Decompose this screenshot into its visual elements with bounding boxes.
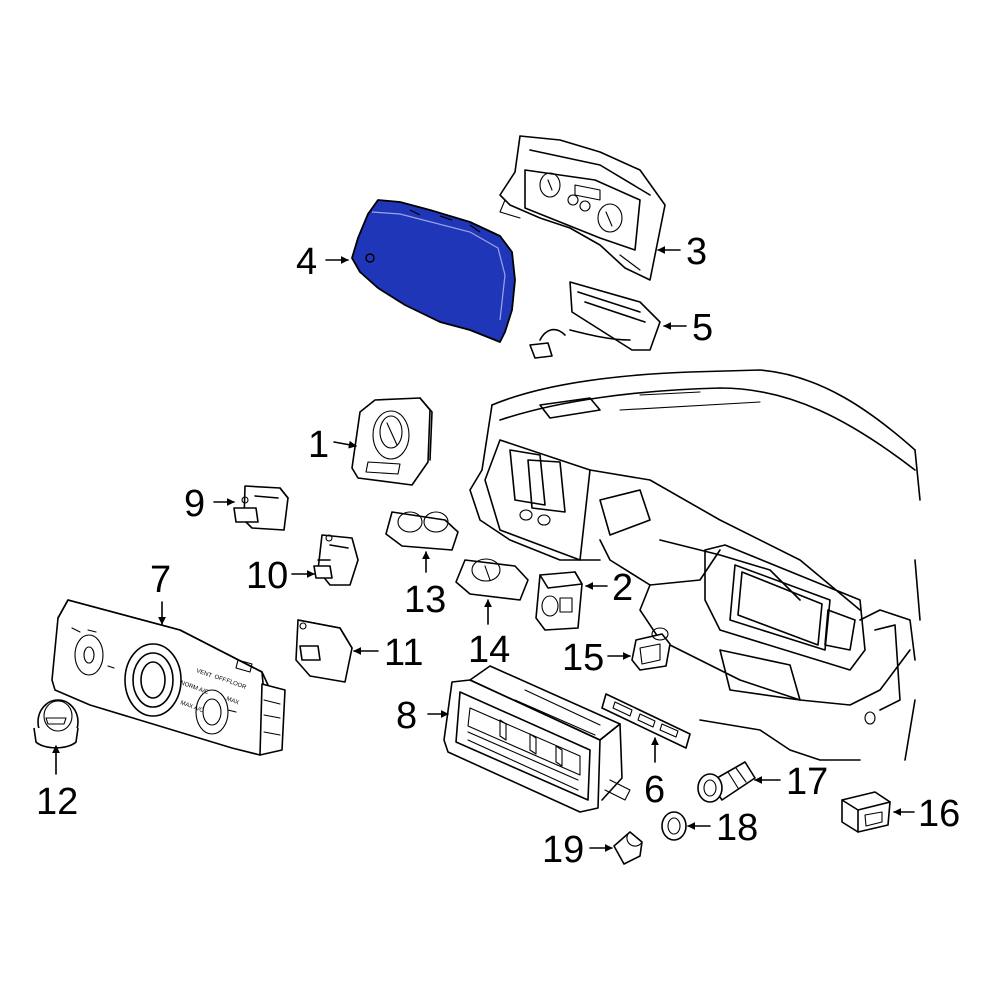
callout-16[interactable]: 16 — [918, 793, 960, 835]
callout-14[interactable]: 14 — [468, 629, 510, 671]
part-1-headlamp-switch[interactable] — [351, 397, 433, 486]
callout-4[interactable]: 4 — [296, 241, 317, 283]
part-13-switch[interactable] — [385, 511, 459, 551]
callout-15[interactable]: 15 — [562, 637, 604, 679]
part-11-actuator[interactable] — [295, 619, 353, 683]
callout-3[interactable]: 3 — [686, 231, 707, 273]
part-15-socket[interactable] — [631, 627, 671, 671]
callout-7[interactable]: 7 — [150, 559, 171, 601]
part-2-switch[interactable] — [535, 571, 583, 631]
panel-label-off: OFF — [213, 674, 227, 684]
part-3-instrument-cluster[interactable] — [499, 135, 666, 281]
part-9-switch[interactable] — [233, 485, 289, 531]
callout-9[interactable]: 9 — [184, 483, 205, 525]
callout-17[interactable]: 17 — [786, 761, 828, 803]
part-17-lighter[interactable] — [697, 761, 756, 803]
part-14-switch[interactable] — [455, 558, 529, 601]
part-7-climate-control-panel[interactable]: VENT OFF FLOOR NORM A/C MAX A/C MAX — [51, 599, 286, 756]
part-8-climate-module[interactable] — [443, 665, 631, 813]
callout-10[interactable]: 10 — [246, 555, 288, 597]
part-19-knob[interactable] — [613, 831, 643, 865]
leader-arrows — [52, 246, 915, 852]
callout-1[interactable]: 1 — [308, 424, 329, 466]
part-16-socket[interactable] — [841, 791, 891, 833]
callout-6[interactable]: 6 — [644, 769, 665, 811]
part-6-switch-bezel[interactable] — [601, 693, 691, 749]
callout-18[interactable]: 18 — [716, 807, 758, 849]
part-12-knob[interactable] — [33, 699, 79, 749]
callout-13[interactable]: 13 — [404, 579, 446, 621]
part-4-instrument-cluster-lens[interactable] — [351, 199, 516, 343]
callout-12[interactable]: 12 — [36, 781, 78, 823]
callout-2[interactable]: 2 — [612, 567, 633, 609]
part-10-actuator[interactable] — [313, 534, 359, 586]
callout-8[interactable]: 8 — [396, 695, 417, 737]
callout-5[interactable]: 5 — [692, 307, 713, 349]
callout-19[interactable]: 19 — [542, 829, 584, 871]
part-5-cluster-harness[interactable] — [529, 281, 661, 359]
panel-label-vent: VENT — [195, 668, 212, 679]
part-18-ring[interactable] — [661, 811, 687, 841]
callout-11[interactable]: 11 — [384, 632, 423, 674]
panel-label-max: MAX — [225, 696, 239, 706]
dashboard-assembly — [469, 369, 921, 761]
callout-labels: 1 2 3 4 5 6 7 8 9 10 11 12 13 14 15 16 1… — [36, 231, 960, 871]
